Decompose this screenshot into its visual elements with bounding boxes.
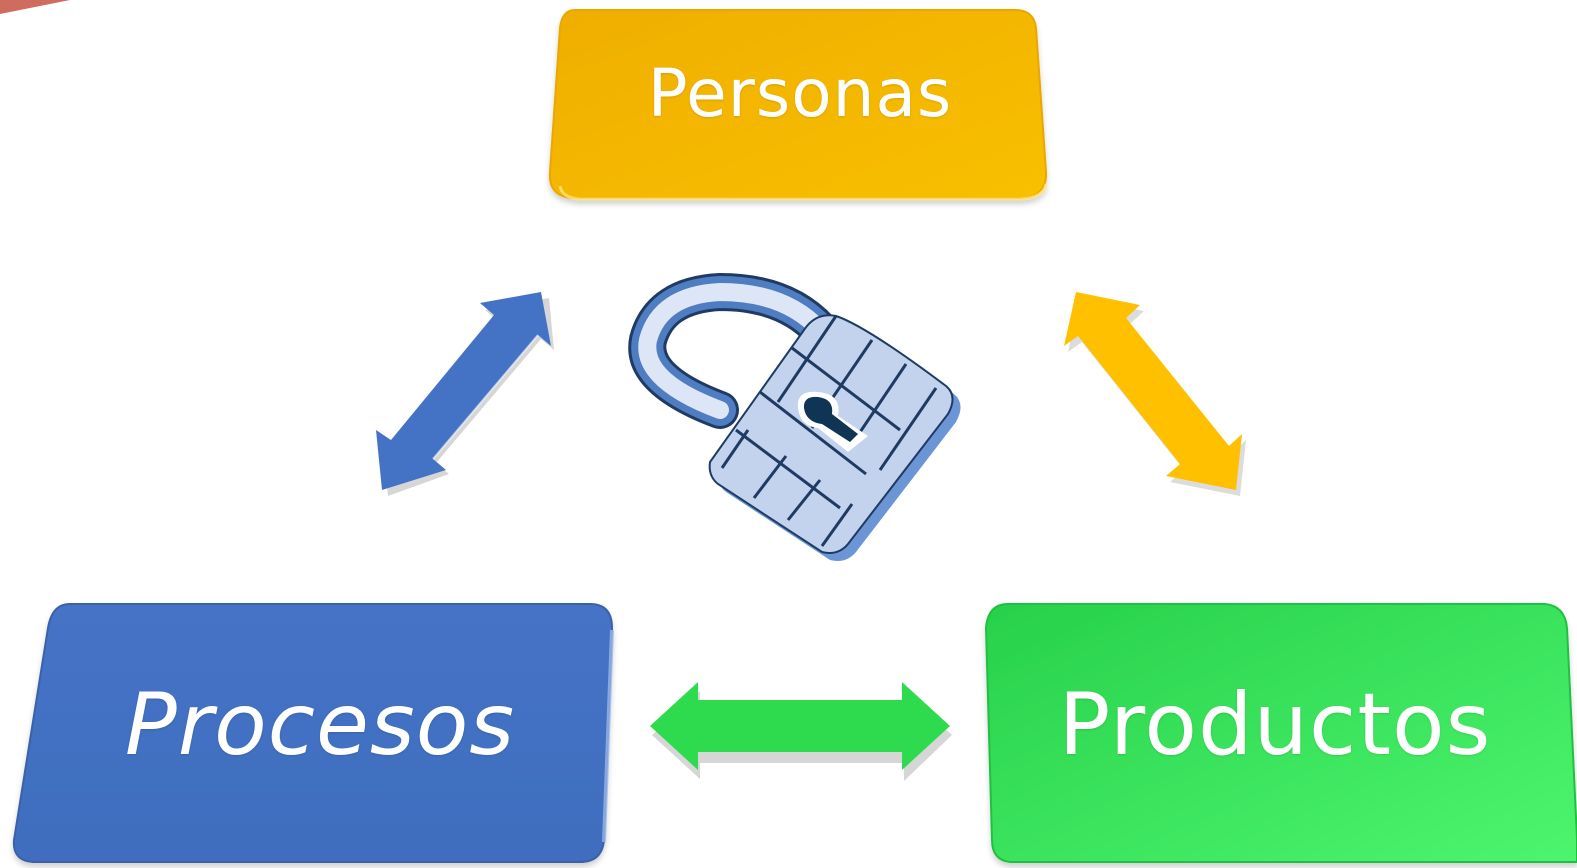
corner-accent <box>0 0 70 14</box>
personas-box <box>548 9 1048 201</box>
personas-label: Personas <box>647 55 953 132</box>
padlock-icon <box>628 272 961 561</box>
arrow-personas-productos <box>1064 292 1246 496</box>
productos-box <box>984 603 1577 863</box>
arrow-personas-procesos <box>376 292 554 496</box>
procesos-label: Procesos <box>124 675 516 775</box>
arrow-procesos-productos <box>650 682 952 781</box>
productos-label: Productos <box>1058 675 1492 775</box>
procesos-box <box>12 603 614 863</box>
keyhole <box>803 396 858 442</box>
